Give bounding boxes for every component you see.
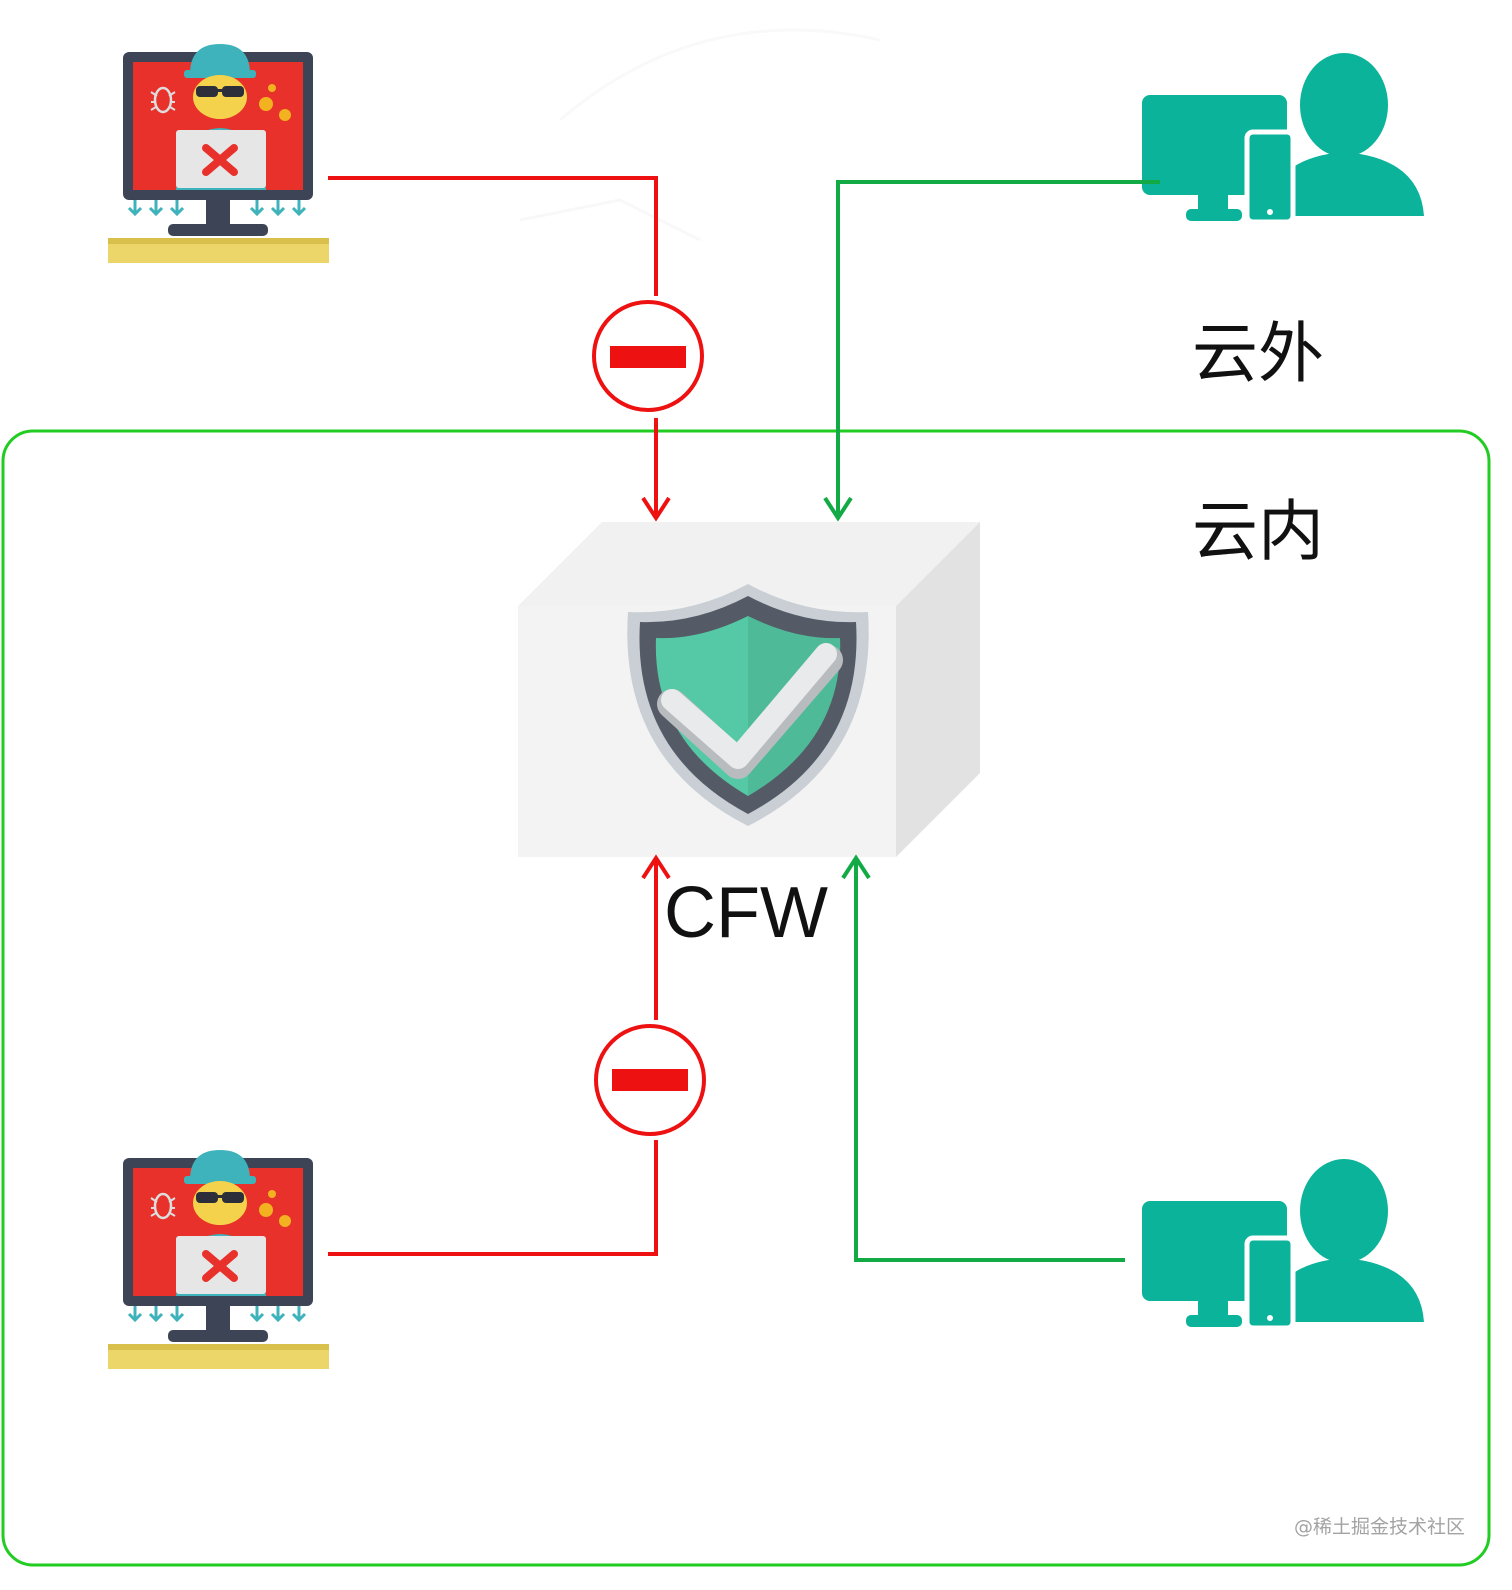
allowed-connection-outside [823, 180, 1160, 522]
shield-check-icon [627, 584, 869, 826]
firewall-label: CFW [664, 873, 828, 953]
user-computer-icon [1142, 1159, 1424, 1328]
inner-cloud-boundary [1, 429, 1491, 1567]
hacker-computer-icon [108, 44, 329, 263]
blocked-icon [592, 300, 704, 412]
hacker-computer-icon [108, 1150, 329, 1369]
blocked-connection-outside [328, 176, 671, 522]
allowed-connection-inside [841, 854, 1125, 1262]
background-network-sketch [519, 28, 881, 242]
blocked-connection-inside [328, 854, 671, 1256]
zone-label-inside: 云内 [1192, 493, 1324, 570]
zone-label-outside: 云外 [1192, 315, 1324, 392]
user-computer-icon [1142, 53, 1424, 222]
blocked-icon [594, 1024, 706, 1136]
watermark: @稀土掘金技术社区 [1294, 1516, 1466, 1538]
